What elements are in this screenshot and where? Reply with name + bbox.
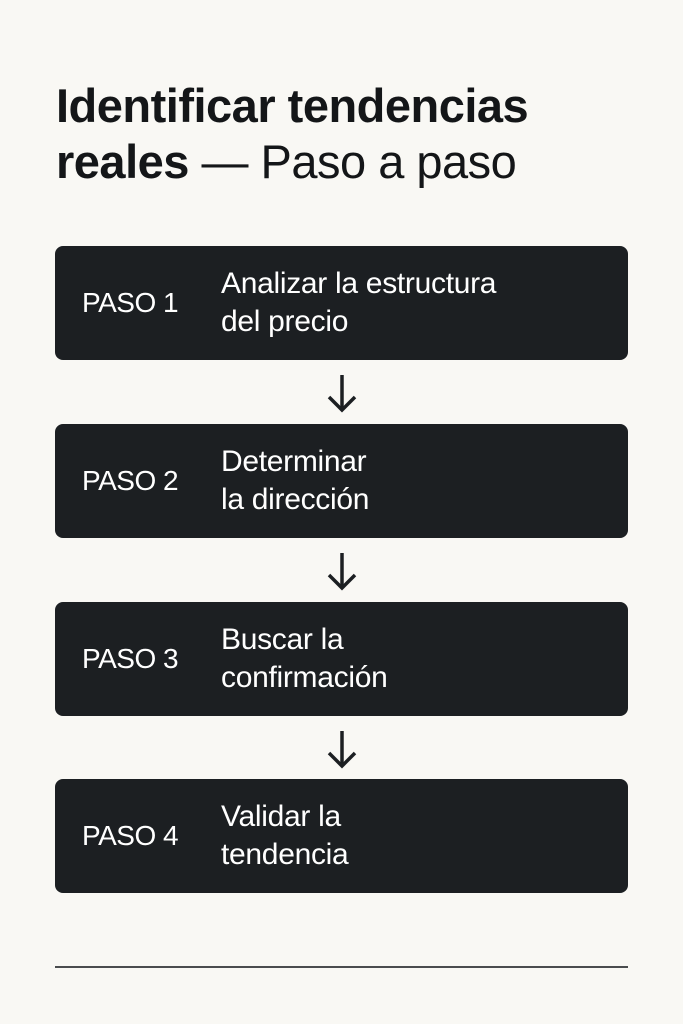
step-1-text-line-2: del precio: [221, 305, 349, 338]
arrow-down-icon: [327, 731, 357, 769]
step-2-text: Determinar la dirección: [221, 443, 611, 519]
step-3-box: PASO 3 Buscar la confirmación: [55, 602, 628, 716]
step-2-text-line-2: la dirección: [221, 483, 370, 516]
step-4-box: PASO 4 Validar la tendencia: [55, 779, 628, 893]
step-4-text-line-2: tendencia: [221, 838, 349, 871]
footer-divider: [55, 966, 628, 968]
page-title: Identificar tendencias reales — Paso a p…: [56, 78, 656, 190]
step-2-label: PASO 2: [82, 465, 179, 496]
step-3-text-line-2: confirmación: [221, 661, 388, 694]
title-line-1: Identificar tendencias: [56, 79, 529, 132]
step-1-label: PASO 1: [82, 287, 179, 318]
arrow-down-icon: [327, 553, 357, 591]
step-4-text: Validar la tendencia: [221, 798, 611, 874]
step-4-label: PASO 4: [82, 820, 179, 851]
step-3-text-line-1: Buscar la: [221, 623, 344, 656]
step-4-text-line-1: Validar la: [221, 800, 341, 833]
step-1-box: PASO 1 Analizar la estructura del precio: [55, 246, 628, 360]
title-line-2-rest: — Paso a paso: [188, 135, 517, 188]
step-2-box: PASO 2 Determinar la dirección: [55, 424, 628, 538]
step-3-text: Buscar la confirmación: [221, 621, 611, 697]
arrow-down-icon: [327, 375, 357, 413]
step-3-label: PASO 3: [82, 643, 179, 674]
title-line-2-bold: reales: [56, 135, 189, 188]
step-1-text: Analizar la estructura del precio: [221, 265, 611, 341]
step-2-text-line-1: Determinar: [221, 445, 367, 478]
step-1-text-line-1: Analizar la estructura: [221, 267, 497, 300]
